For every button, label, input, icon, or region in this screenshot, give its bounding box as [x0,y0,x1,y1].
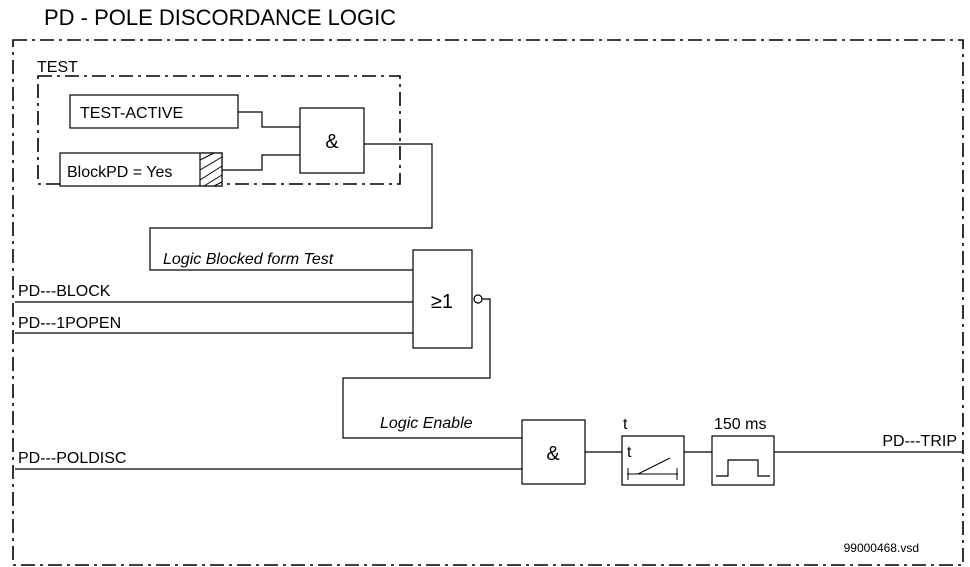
outer-frame [12,39,964,566]
wire-logic-enable [342,298,522,439]
file-reference: 99000468.vsd [844,541,919,555]
inverter-bubble [473,294,483,304]
wire-test-active [238,111,300,128]
test-active-label: TEST-ACTIVE [80,105,183,122]
timer-label: t [623,416,628,433]
pd-trip-label: PD---TRIP [882,433,957,450]
pd-block-label: PD---BLOCK [18,283,111,300]
logic-enable-label: Logic Enable [380,415,473,432]
wire-block-pd [222,154,300,171]
and-gate-test-symbol: & [325,131,339,153]
and-gate-main [521,419,586,485]
pulse-label: 150 ms [714,416,766,433]
and-gate-main-symbol: & [546,443,560,465]
test-group-label: TEST [37,59,78,76]
or-gate-symbol: ≥1 [431,291,453,313]
logic-blocked-label: Logic Blocked form Test [163,251,334,268]
block-pd-box [59,152,223,187]
or-gate [412,249,473,349]
pd-1popen-label: PD---1POPEN [18,315,121,332]
diagram-title: PD - POLE DISCORDANCE LOGIC [44,5,396,30]
setting-hatch-icon [199,152,223,187]
wire-logic-blocked [149,143,433,271]
timer-ramp-icon [627,457,678,480]
on-delay-timer [621,435,685,486]
pd-poldisc-label: PD---POLDISC [18,450,126,467]
block-pd-label: BlockPD = Yes [67,164,172,181]
timer-inner-label: t [627,444,632,461]
pulse-shape-icon [716,459,770,477]
and-gate-test [299,107,365,174]
